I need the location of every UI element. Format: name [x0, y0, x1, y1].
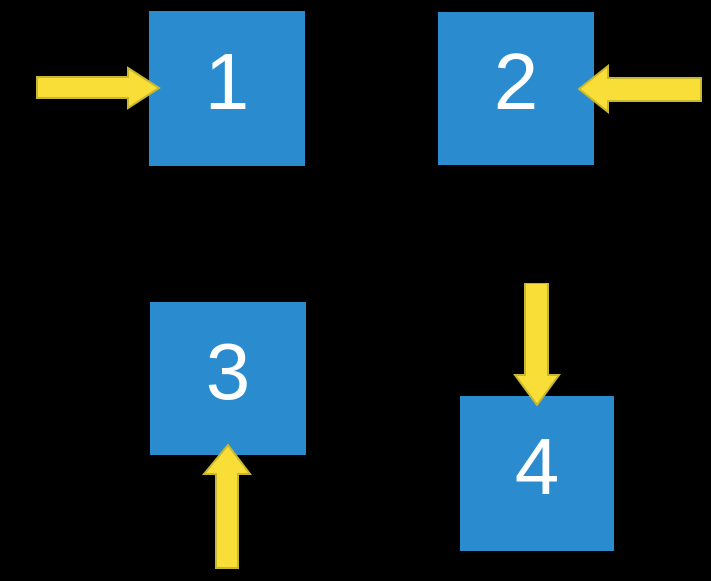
- arrow-right-icon[interactable]: [36, 66, 161, 110]
- arrow-up-icon[interactable]: [202, 444, 252, 569]
- square-1-label: 1: [204, 36, 250, 126]
- square-2[interactable]: 2: [438, 12, 594, 165]
- square-3-label: 3: [205, 326, 251, 416]
- square-4-label: 4: [514, 421, 560, 511]
- square-2-label: 2: [493, 36, 539, 126]
- arrow-left-icon[interactable]: [578, 64, 702, 114]
- square-4[interactable]: 4: [460, 396, 614, 551]
- arrow-down-icon[interactable]: [513, 283, 561, 406]
- square-1[interactable]: 1: [149, 11, 305, 166]
- square-3[interactable]: 3: [150, 302, 306, 455]
